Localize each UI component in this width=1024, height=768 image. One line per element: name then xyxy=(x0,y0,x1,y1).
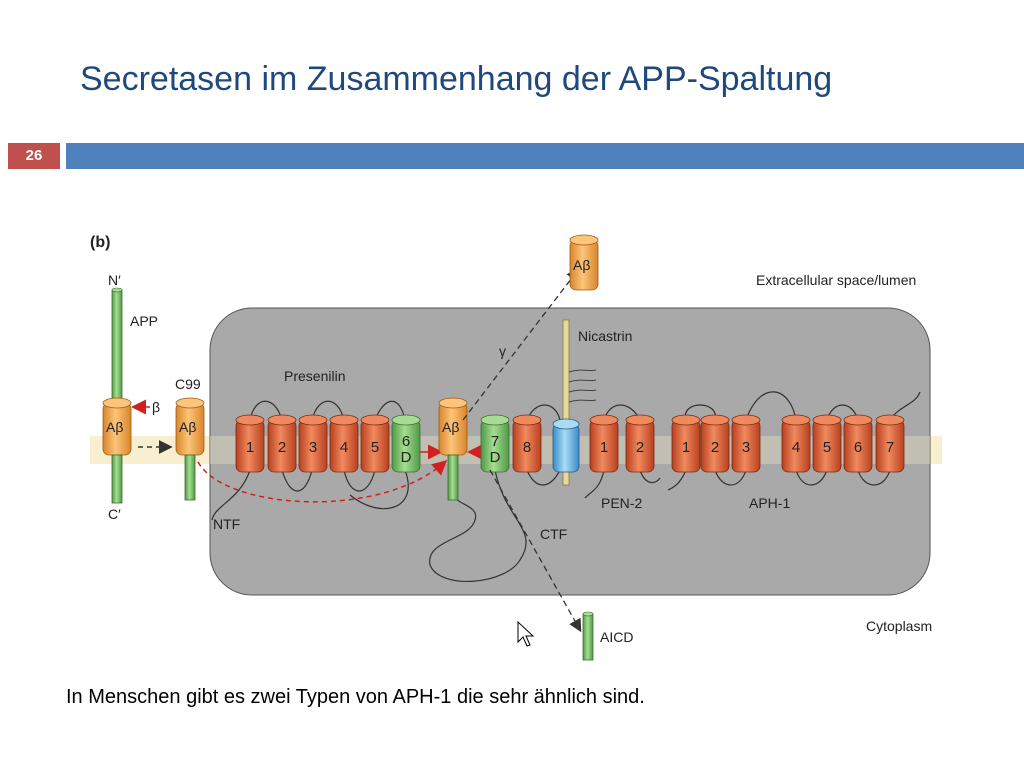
svg-text:7: 7 xyxy=(491,433,499,450)
presenilin-helix-3: 3 xyxy=(298,414,328,473)
presenilin-helix-1: 1 xyxy=(235,414,265,473)
bound-abeta-label: Aβ xyxy=(442,419,459,435)
app-label: APP xyxy=(130,313,158,329)
c-terminus-label: C′ xyxy=(108,506,121,522)
aph1-helix-7: 7 xyxy=(875,414,905,473)
pen2-helix-1: 1 xyxy=(589,414,619,473)
panel-label: (b) xyxy=(90,234,110,251)
mouse-cursor-icon xyxy=(517,620,535,647)
beta-label: β xyxy=(152,399,160,415)
ntf-label: NTF xyxy=(213,516,240,532)
c99-cytoplasmic-domain xyxy=(184,454,196,501)
aph1-helix-4: 4 xyxy=(781,414,811,473)
aph1-helix-3: 3 xyxy=(731,414,761,473)
svg-text:4: 4 xyxy=(792,439,800,456)
svg-text:3: 3 xyxy=(742,439,750,456)
n-terminus-label: N′ xyxy=(108,272,121,288)
gamma-label: γ xyxy=(499,343,506,359)
pen2-helix-2: 2 xyxy=(625,414,655,473)
svg-text:2: 2 xyxy=(636,439,644,456)
ctf-label: CTF xyxy=(540,526,567,542)
svg-text:3: 3 xyxy=(309,439,317,456)
aicd-fragment xyxy=(582,611,594,661)
substrate-entry-arrow xyxy=(197,460,448,503)
bound-substrate: Aβ xyxy=(438,397,468,501)
aicd-release-arrow xyxy=(489,469,582,633)
header-bar xyxy=(66,143,1024,169)
pen2-label: PEN-2 xyxy=(601,495,642,511)
aph1: 1 2 3 4 5 6 7 xyxy=(667,391,921,491)
pen2: 1 2 xyxy=(584,404,661,499)
svg-text:6: 6 xyxy=(854,439,862,456)
presenilin-loops xyxy=(211,400,561,582)
slide-caption: In Menschen gibt es zwei Typen von APH-1… xyxy=(66,686,645,708)
aph1-helix-5: 5 xyxy=(812,414,842,473)
aph1-helix-1: 1 xyxy=(671,414,701,473)
presenilin-helix-4: 4 xyxy=(329,414,359,473)
presenilin-ctf: 7 D 8 xyxy=(480,414,542,473)
c99-abeta-label: Aβ xyxy=(179,419,196,435)
svg-text:8: 8 xyxy=(523,439,531,456)
app-extracellular-domain xyxy=(111,289,123,401)
svg-text:7: 7 xyxy=(886,439,894,456)
svg-text:2: 2 xyxy=(711,439,719,456)
abeta-release-arrow xyxy=(462,267,580,421)
c99-label: C99 xyxy=(175,376,201,392)
svg-text:1: 1 xyxy=(600,439,608,456)
aicd-label: AICD xyxy=(600,629,633,645)
svg-text:5: 5 xyxy=(823,439,831,456)
svg-text:2: 2 xyxy=(278,439,286,456)
svg-text:6: 6 xyxy=(402,433,410,450)
svg-text:1: 1 xyxy=(682,439,690,456)
svg-text:5: 5 xyxy=(371,439,379,456)
cytoplasm-label: Cytoplasm xyxy=(866,618,932,634)
aph1-helix-6: 6 xyxy=(843,414,873,473)
svg-text:D: D xyxy=(490,449,501,466)
nicastrin-label: Nicastrin xyxy=(578,328,632,344)
presenilin-helix-6: 6 D xyxy=(391,414,421,473)
app-cytoplasmic-domain xyxy=(111,454,123,504)
svg-text:1: 1 xyxy=(246,439,254,456)
slide-title: Secretasen im Zusammenhang der APP-Spalt… xyxy=(80,60,833,98)
nicastrin xyxy=(552,319,597,486)
released-abeta: Aβ xyxy=(569,234,599,291)
svg-text:D: D xyxy=(401,449,412,466)
aph1-label: APH-1 xyxy=(749,495,790,511)
aph1-helix-2: 2 xyxy=(700,414,730,473)
presenilin-ntf: 1 2 3 4 5 6 D xyxy=(235,414,421,473)
presenilin-helix-8: 8 xyxy=(512,414,542,473)
presenilin-helix-5: 5 xyxy=(360,414,390,473)
extracellular-label: Extracellular space/lumen xyxy=(756,272,916,288)
slide-number: 26 xyxy=(8,143,60,169)
svg-text:Aβ: Aβ xyxy=(573,257,590,273)
presenilin-helix-2: 2 xyxy=(267,414,297,473)
app-abeta-label: Aβ xyxy=(106,419,123,435)
presenilin-helix-7: 7 D xyxy=(480,414,510,473)
presenilin-label: Presenilin xyxy=(284,368,345,384)
svg-text:4: 4 xyxy=(340,439,348,456)
